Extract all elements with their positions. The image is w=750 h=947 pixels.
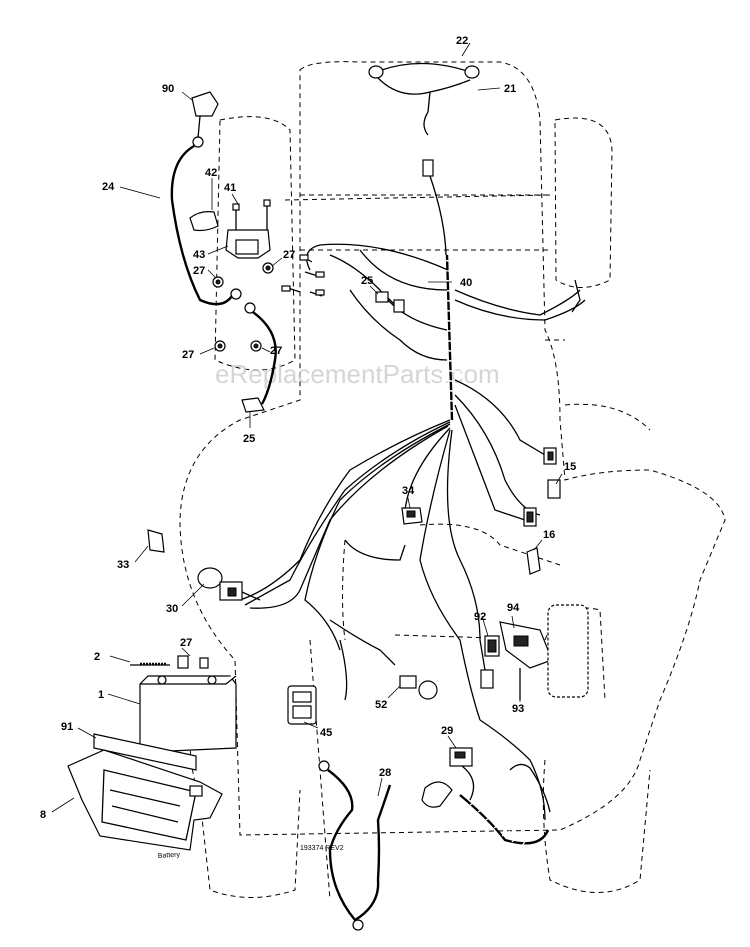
callout-52: 52 <box>375 699 387 711</box>
callout-2: 2 <box>94 651 100 663</box>
callout-29: 29 <box>441 725 453 737</box>
callout-25-b: 25 <box>361 275 373 287</box>
hour-meter-45 <box>287 685 317 725</box>
callout-16: 16 <box>543 529 555 541</box>
callout-27-e: 27 <box>180 637 192 649</box>
main-wire-loom <box>239 243 586 821</box>
callout-27-a: 27 <box>193 265 205 277</box>
switch-90 <box>170 91 242 306</box>
callout-labels: 22 21 90 24 42 41 43 27 27 27 27 25 25 4… <box>40 35 576 821</box>
relay-26 <box>375 291 405 313</box>
battery-tray-text: Battery <box>158 851 181 860</box>
fuse-52 <box>399 675 438 700</box>
headlight-wiring <box>368 62 480 256</box>
drawing-number: 193374 REV2 <box>300 845 344 852</box>
callout-91: 91 <box>61 721 73 733</box>
callout-34: 34 <box>402 485 415 497</box>
tractor-outline <box>179 61 726 901</box>
leader-lines <box>51 42 563 813</box>
callout-90: 90 <box>162 83 174 95</box>
right-connectors <box>523 279 581 575</box>
callout-93: 93 <box>512 703 524 715</box>
callout-30: 30 <box>166 603 178 615</box>
solenoid-assembly <box>189 199 325 352</box>
callout-43: 43 <box>193 249 205 261</box>
wire-25 <box>241 302 277 413</box>
callout-92: 92 <box>474 611 486 623</box>
callout-1: 1 <box>98 689 104 701</box>
cable-28 <box>318 760 392 931</box>
callout-28: 28 <box>379 767 391 779</box>
module-92-94 <box>480 604 589 700</box>
pto-wire <box>459 763 551 847</box>
callout-27-b: 27 <box>283 249 295 261</box>
callout-94: 94 <box>507 602 520 614</box>
callout-27-c: 27 <box>182 349 194 361</box>
callout-15: 15 <box>564 461 576 473</box>
module-29 <box>421 747 475 808</box>
ignition-switch-30 <box>197 567 261 601</box>
bracket-33 <box>147 529 165 553</box>
callout-22: 22 <box>456 35 468 47</box>
switch-34 <box>401 507 423 525</box>
watermark: eReplacementParts.com <box>215 359 500 389</box>
callout-27-d: 27 <box>270 345 282 357</box>
callout-41: 41 <box>224 182 236 194</box>
battery-assembly <box>67 655 237 851</box>
callout-21: 21 <box>504 83 516 95</box>
callout-8: 8 <box>40 809 46 821</box>
callout-24: 24 <box>102 181 115 193</box>
callout-40: 40 <box>460 277 472 289</box>
callout-25-a: 25 <box>243 433 255 445</box>
callout-33: 33 <box>117 559 129 571</box>
callout-45: 45 <box>320 727 332 739</box>
callout-42: 42 <box>205 167 217 179</box>
